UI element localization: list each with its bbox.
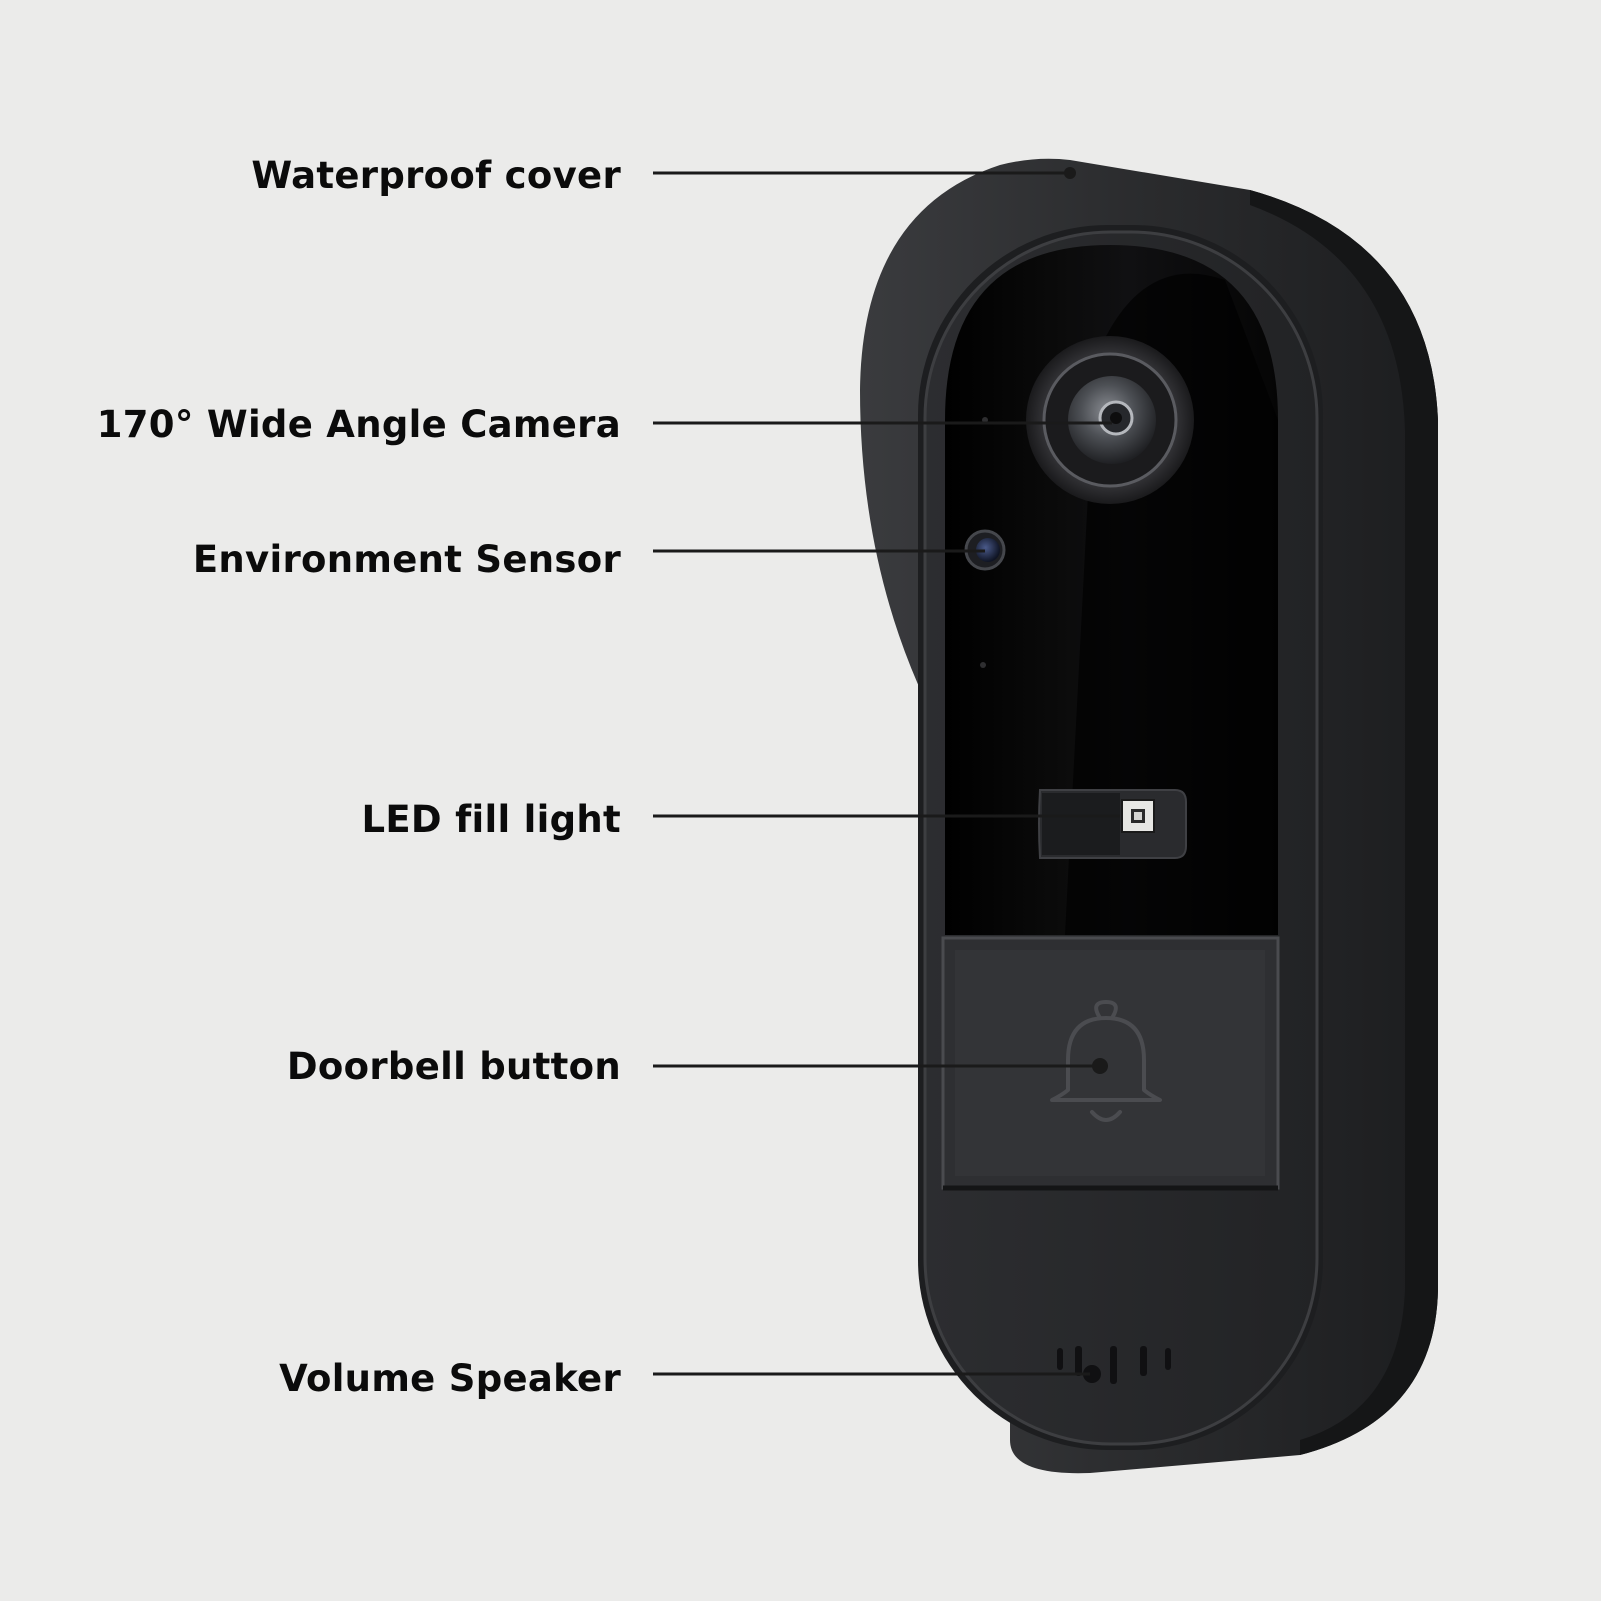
speaker-grille bbox=[1057, 1346, 1171, 1384]
label-waterproof-cover: Waterproof cover bbox=[251, 154, 621, 197]
label-doorbell-button: Doorbell button bbox=[286, 1045, 621, 1088]
doorbell-button-pad bbox=[941, 936, 1280, 1191]
label-environment-sensor: Environment Sensor bbox=[192, 538, 621, 581]
label-volume-speaker: Volume Speaker bbox=[279, 1357, 621, 1400]
leader-dot bbox=[1092, 1058, 1108, 1074]
label-wide-angle-camera: 170° Wide Angle Camera bbox=[96, 403, 621, 446]
bell-icon bbox=[1050, 1000, 1162, 1122]
leader-lines bbox=[653, 167, 1120, 1376]
environment-sensor-dot bbox=[964, 529, 1006, 571]
led-fill-light-window bbox=[1038, 789, 1187, 859]
mic-hole bbox=[980, 662, 986, 668]
leader-dot bbox=[1064, 167, 1076, 179]
camera-lens bbox=[1026, 336, 1194, 504]
label-led-fill-light: LED fill light bbox=[361, 798, 621, 841]
